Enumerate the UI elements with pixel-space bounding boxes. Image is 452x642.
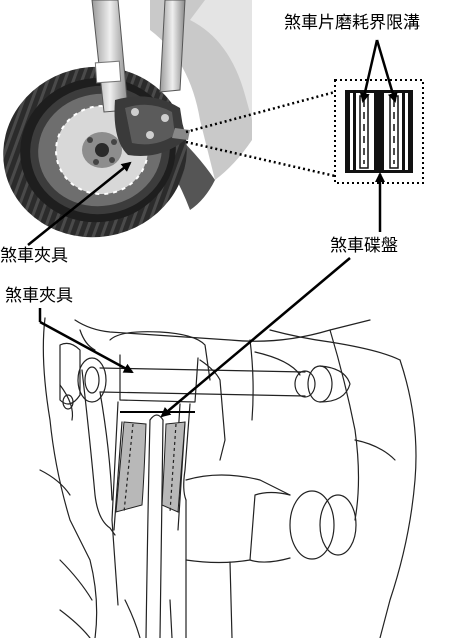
label-brake-caliper-bottom: 煞車夾具 bbox=[5, 286, 73, 306]
disc-arrow-bottom bbox=[160, 257, 351, 418]
sketch-brake-pads bbox=[115, 411, 195, 513]
groove-arrows bbox=[359, 39, 398, 103]
caliper-arrow-bottom-diag bbox=[39, 320, 134, 374]
inset-leader-lines bbox=[185, 90, 336, 178]
wheel-photo bbox=[0, 0, 252, 238]
label-pad-wear-groove: 煞車片磨耗界限溝 bbox=[284, 13, 420, 33]
pad-wear-inset bbox=[334, 79, 424, 184]
label-brake-caliper-top: 煞車夾具 bbox=[0, 246, 68, 266]
caliper-sketch bbox=[39, 317, 417, 639]
caliper-arrow-top bbox=[27, 161, 132, 246]
label-brake-disc: 煞車碟盤 bbox=[330, 236, 398, 256]
